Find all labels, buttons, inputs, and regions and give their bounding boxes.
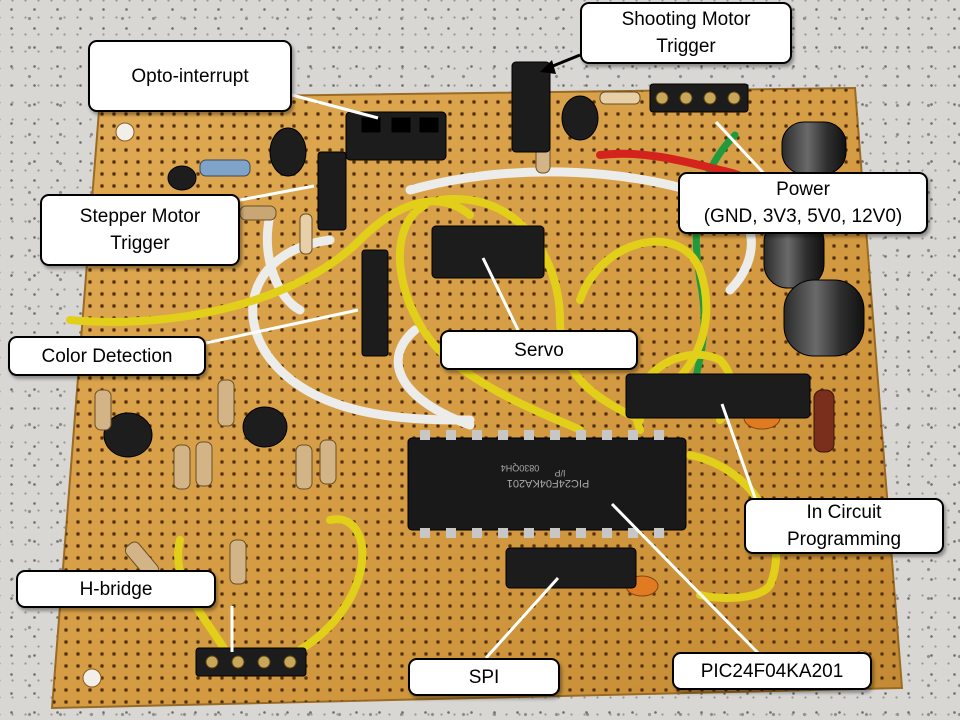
callout-opto-interrupt: Opto-interrupt <box>88 40 292 112</box>
yellow-wires <box>66 195 781 654</box>
callout-spi: SPI <box>408 658 560 696</box>
callout-pointers <box>205 93 772 660</box>
callout-color-detection: Color Detection <box>8 336 206 376</box>
header-pins <box>205 91 741 669</box>
mounting-hole <box>115 122 135 142</box>
pic-microcontroller: PIC24F04KA201 I/P 0830QH4 <box>407 430 687 538</box>
shooting-header <box>511 61 551 153</box>
transistors <box>103 95 599 458</box>
callout-in-circuit-programming: In Circuit Programming <box>744 498 944 554</box>
callout-stepper-motor-trigger: Stepper Motor Trigger <box>40 194 240 266</box>
callout-power: Power (GND, 3V3, 5V0, 12V0) <box>678 172 928 234</box>
icp-header <box>625 373 811 419</box>
chip-marking-package: I/P <box>554 468 565 478</box>
callout-arrow-black <box>540 53 581 74</box>
stepper-header <box>317 151 347 231</box>
power-header <box>649 83 749 113</box>
servo-header <box>431 225 545 279</box>
callout-h-bridge: H-bridge <box>16 570 216 608</box>
callout-pic24f04ka201: PIC24F04KA201 <box>672 652 872 690</box>
electrolytic-capacitors <box>763 121 865 357</box>
callout-shooting-motor-trigger: Shooting Motor Trigger <box>580 2 792 64</box>
spi-header <box>505 547 637 589</box>
mounting-hole <box>82 668 102 688</box>
chip-marking-lot: 0830QH4 <box>501 463 540 473</box>
headers <box>195 61 811 677</box>
hbridge-header <box>195 647 307 677</box>
callout-servo: Servo <box>440 330 638 370</box>
chip-marking-part: PIC24F04KA201 <box>507 477 590 489</box>
color-header <box>361 249 389 357</box>
